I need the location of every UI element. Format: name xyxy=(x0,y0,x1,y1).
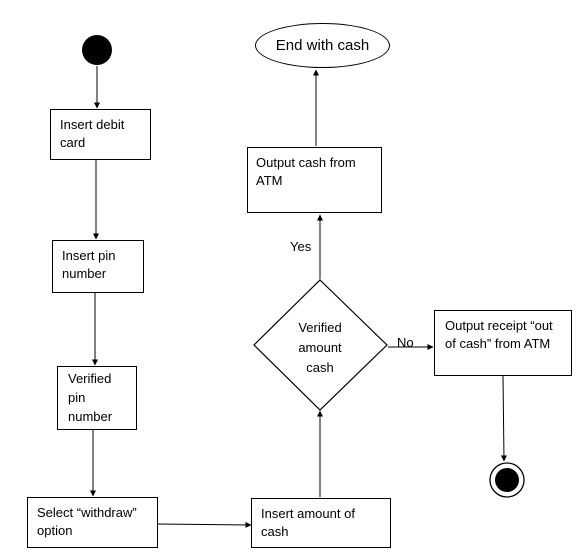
edge-select-to-amount xyxy=(157,521,252,528)
output-cash-node: Output cash from ATM xyxy=(247,147,382,213)
insert-amount-label: Insert amount of cash xyxy=(261,506,355,539)
verified-pin-label: Verified pin number xyxy=(68,371,113,424)
select-withdraw-label: Select “withdraw” option xyxy=(37,505,137,538)
insert-debit-card-label: Insert debit card xyxy=(60,117,125,150)
edge-receipt-to-final xyxy=(500,375,507,462)
insert-amount-node: Insert amount of cash xyxy=(251,498,391,548)
select-withdraw-node: Select “withdraw” option xyxy=(27,497,158,548)
end-with-cash-node: End with cash xyxy=(255,23,390,68)
verified-pin-node: Verified pin number xyxy=(57,366,137,430)
start-node xyxy=(82,35,112,65)
end-with-cash-label: End with cash xyxy=(275,37,370,54)
edge-label-no: No xyxy=(397,335,414,350)
final-node-inner xyxy=(495,468,519,492)
output-receipt-label: Output receipt “out of cash” from ATM xyxy=(445,318,553,351)
decision-label: Verified amount cash xyxy=(298,320,342,375)
insert-pin-label: Insert pin number xyxy=(62,248,116,281)
insert-pin-node: Insert pin number xyxy=(52,240,144,293)
output-cash-label: Output cash from ATM xyxy=(256,155,356,188)
decision-diamond xyxy=(253,279,388,411)
insert-debit-card-node: Insert debit card xyxy=(50,109,151,160)
edge-label-yes: Yes xyxy=(290,239,312,254)
output-receipt-node: Output receipt “out of cash” from ATM xyxy=(434,310,572,376)
